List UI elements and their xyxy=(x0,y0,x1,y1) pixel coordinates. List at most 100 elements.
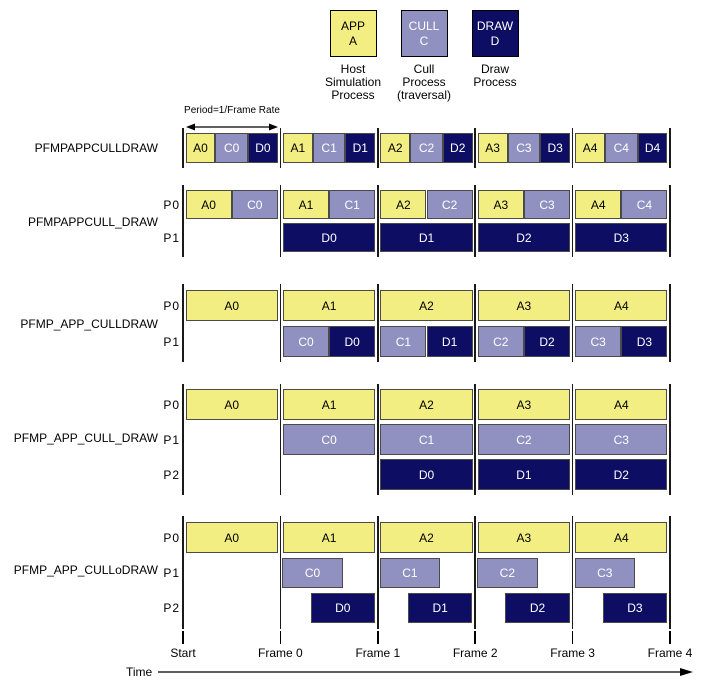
axis-tick xyxy=(377,631,379,644)
task-bar-C1: C1 xyxy=(380,326,427,357)
task-bar-D1: D1 xyxy=(407,593,473,623)
task-bar-C4: C4 xyxy=(605,133,638,163)
task-bar-A1: A1 xyxy=(282,133,313,163)
task-bar-D2: D2 xyxy=(505,593,570,623)
frame-boundary-line xyxy=(377,516,379,629)
task-bar-A0: A0 xyxy=(185,190,232,219)
axis-tick xyxy=(474,631,476,644)
task-bar-D4: D4 xyxy=(637,133,668,163)
task-bar-C1: C1 xyxy=(329,190,376,219)
frame-boundary-line xyxy=(474,185,476,257)
axis-tick-label: Frame 4 xyxy=(647,646,693,660)
app-caption: Host Simulation Process xyxy=(324,62,382,102)
axis-tick xyxy=(279,631,282,644)
diagram-label: PFMP_APP_CULLDRAW xyxy=(20,317,158,331)
task-bar-D0: D0 xyxy=(247,133,278,163)
task-bar-D0: D0 xyxy=(282,223,376,252)
period-annotation: Period=1/Frame Rate xyxy=(184,105,280,116)
frame-boundary-line xyxy=(669,516,671,629)
processor-label: P0 xyxy=(163,397,180,412)
frame-boundary-line xyxy=(571,384,574,495)
task-bar-C3: C3 xyxy=(575,326,622,357)
task-bar-C3: C3 xyxy=(523,190,571,219)
cull-swatch-code: CULL xyxy=(408,18,440,33)
task-bar-D2: D2 xyxy=(477,223,571,252)
frame-boundary-line xyxy=(474,284,476,362)
task-bar-C0: C0 xyxy=(215,133,248,163)
task-bar-A3: A3 xyxy=(477,290,571,321)
task-bar-A0: A0 xyxy=(185,389,278,420)
frame-boundary-line xyxy=(182,516,184,629)
task-bar-A2: A2 xyxy=(380,389,473,420)
frame-boundary-line xyxy=(279,516,282,629)
task-bar-A1: A1 xyxy=(282,290,376,321)
legend-item-draw: DRAW D Draw Process xyxy=(435,10,555,89)
axis-tick xyxy=(669,631,671,644)
frame-boundary-line xyxy=(571,284,574,362)
legend-item-cull: CULL C Cull Process (traversal) xyxy=(364,10,484,102)
frame-boundary-line xyxy=(571,185,574,257)
frame-boundary-line xyxy=(669,384,671,495)
task-bar-C4: C4 xyxy=(621,190,668,219)
task-bar-D0: D0 xyxy=(310,593,375,623)
task-bar-A2: A2 xyxy=(380,290,473,321)
axis-tick-label: Frame 3 xyxy=(550,646,595,660)
task-bar-D3: D3 xyxy=(602,593,668,623)
task-bar-A2: A2 xyxy=(380,522,473,553)
cull-swatch-letter: C xyxy=(419,33,429,48)
draw-swatch: DRAW D xyxy=(471,10,519,57)
task-bar-A4: A4 xyxy=(575,290,668,321)
draw-caption: Draw Process xyxy=(473,62,517,89)
task-bar-A3: A3 xyxy=(477,190,524,219)
frame-boundary-line xyxy=(182,128,184,168)
axis-tick-label: Frame 1 xyxy=(355,646,401,660)
diagram-label: PFMPAPPCULL_DRAW xyxy=(27,215,158,229)
axis-tick-label: Frame 0 xyxy=(258,646,303,660)
frame-boundary-line xyxy=(474,516,476,629)
app-swatch: APP A xyxy=(329,10,377,57)
task-bar-C2: C2 xyxy=(477,326,524,357)
processor-label: P0 xyxy=(163,298,180,313)
frame-boundary-line xyxy=(571,128,574,168)
task-bar-C2: C2 xyxy=(477,424,571,455)
frame-boundary-line xyxy=(377,185,379,257)
axis-tick-label: Frame 2 xyxy=(452,646,498,660)
task-bar-D1: D1 xyxy=(345,133,376,163)
task-bar-A1: A1 xyxy=(282,522,376,553)
frame-boundary-line xyxy=(279,384,282,495)
cull-swatch: CULL C xyxy=(400,10,448,57)
task-bar-C2: C2 xyxy=(477,558,538,588)
processor-label: P1 xyxy=(163,566,180,580)
axis-tick-label: Start xyxy=(170,646,196,660)
frame-boundary-line xyxy=(571,516,574,629)
task-bar-A4: A4 xyxy=(575,133,606,163)
task-bar-A4: A4 xyxy=(575,389,668,420)
frame-boundary-line xyxy=(669,128,671,168)
task-bar-D1: D1 xyxy=(380,223,473,252)
task-bar-A0: A0 xyxy=(185,133,216,163)
task-bar-D0: D0 xyxy=(380,459,473,490)
task-bar-C2: C2 xyxy=(410,133,443,163)
task-bar-A1: A1 xyxy=(282,190,330,219)
task-bar-A0: A0 xyxy=(185,522,278,553)
task-bar-C2: C2 xyxy=(426,190,473,219)
time-arrow-icon xyxy=(158,668,693,676)
task-bar-A2: A2 xyxy=(380,133,411,163)
diagram-label: PFMPAPPCULLDRAW xyxy=(34,141,158,155)
task-bar-C3: C3 xyxy=(574,558,635,588)
task-bar-D1: D1 xyxy=(426,326,473,357)
task-bar-D1: D1 xyxy=(477,459,571,490)
app-swatch-code: APP xyxy=(340,18,365,33)
task-bar-C0: C0 xyxy=(282,424,376,455)
task-bar-C3: C3 xyxy=(575,424,668,455)
task-bar-C0: C0 xyxy=(282,326,330,357)
task-bar-D2: D2 xyxy=(442,133,473,163)
time-axis-label: Time xyxy=(126,665,153,679)
frame-boundary-line xyxy=(377,128,379,168)
task-bar-C0: C0 xyxy=(282,558,343,588)
legend-item-app: APP A Host Simulation Process xyxy=(293,10,413,102)
frame-boundary-line xyxy=(377,284,379,362)
task-bar-A0: A0 xyxy=(185,290,278,321)
cull-caption: Cull Process (traversal) xyxy=(396,62,451,102)
task-bar-D3: D3 xyxy=(621,326,668,357)
